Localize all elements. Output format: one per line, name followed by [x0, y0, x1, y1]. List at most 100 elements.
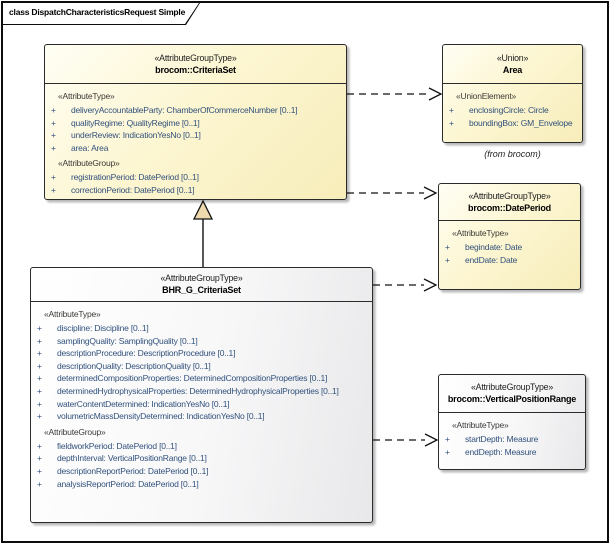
- visibility-marker: +: [51, 130, 56, 141]
- class-attributes: «AttributeType» + begindate: Date + endDat…: [439, 221, 580, 266]
- attribute-text: enclosingCircle: Circle: [469, 105, 549, 115]
- attribute-text: qualityRegime: QualityRegime [0..1]: [71, 117, 200, 128]
- attribute-text: boundingBox: GM_Envelope: [469, 117, 573, 128]
- visibility-marker: +: [37, 373, 42, 384]
- section-label: «AttributeGroup»: [44, 426, 106, 437]
- class-header: «AttributeGroupType» brocom::VerticalPos…: [439, 375, 585, 413]
- visibility-marker: +: [51, 184, 56, 195]
- frame-title: class DispatchCharacteristicsRequest Sim…: [9, 7, 186, 17]
- visibility-marker: +: [37, 360, 42, 371]
- class-stereotype: «AttributeGroupType»: [160, 273, 243, 283]
- class-stereotype: «Union»: [496, 52, 529, 63]
- class-header: «AttributeGroupType» brocom::DatePeriod: [439, 184, 580, 221]
- visibility-marker: +: [449, 105, 454, 115]
- visibility-marker: +: [37, 478, 42, 489]
- class-attributes: «AttributeType» + deliveryAccountablePart…: [45, 84, 346, 197]
- attribute-text: deliveryAccountableParty: ChamberOfComme…: [71, 105, 298, 115]
- class-box-area[interactable]: «Union» Area «UnionElement» + enclosingCi…: [442, 44, 583, 143]
- frame-title-tab-fill: [3, 3, 199, 24]
- attribute-text: samplingQuality: SamplingQuality [0..1]: [57, 335, 198, 346]
- attribute-text: endDepth: Measure: [465, 446, 537, 457]
- from-brocom-note: (from brocom): [484, 149, 541, 159]
- visibility-marker: +: [51, 172, 56, 183]
- attribute-text: startDepth: Measure: [465, 434, 539, 444]
- visibility-marker: +: [37, 411, 42, 422]
- attribute-text: fieldworkPeriod: DatePeriod [0..1]: [57, 440, 177, 451]
- attribute-row: + endDate: Date: [439, 254, 580, 267]
- attribute-row: +correctionPeriod: DatePeriod [0..1]: [45, 184, 346, 197]
- attribute-row: + enclosingCircle: Circle: [443, 104, 582, 117]
- section-label: «AttributeGroup»: [58, 158, 120, 169]
- visibility-marker: +: [445, 254, 450, 265]
- attribute-text: descriptionReportPeriod: DatePeriod [0..…: [57, 465, 209, 476]
- class-box-brocom-verticalpositionrange[interactable]: «AttributeGroupType» brocom::VerticalPos…: [438, 374, 586, 470]
- visibility-marker: +: [51, 105, 56, 115]
- attribute-text: underReview: IndicationYesNo [0..1]: [71, 130, 201, 141]
- section-label: «AttributeType»: [452, 420, 509, 430]
- section-label: «AttributeType»: [58, 91, 115, 101]
- attribute-row: + fieldworkPeriod: DatePeriod [0..1]: [31, 440, 372, 453]
- visibility-marker: +: [37, 385, 42, 396]
- attribute-row: + waterContentDetermined: IndicationYesNo…: [31, 398, 372, 411]
- attribute-text: analysisReportPeriod: DatePeriod [0..1]: [57, 478, 199, 489]
- class-stereotype: «AttributeGroupType»: [154, 52, 237, 63]
- attribute-row: + registrationPeriod: DatePeriod [0..1]: [45, 171, 346, 184]
- attribute-text: volumetricMassDensityDetermined: Indicat…: [57, 411, 265, 422]
- section-label: «UnionElement»: [456, 91, 517, 101]
- attribute-row: + area: Area: [45, 142, 346, 155]
- frame-title-tab: class DispatchCharacteristicsRequest Sim…: [3, 3, 200, 25]
- class-name: BHR_G_CriteriaSet: [162, 285, 241, 295]
- class-attributes: «UnionElement» +enclosingCircle: Circle …: [443, 84, 582, 129]
- visibility-marker: +: [445, 434, 450, 444]
- class-attributes: «AttributeType» +discipline: Discipline …: [31, 302, 372, 490]
- attribute-row: + samplingQuality: SamplingQuality [0..1]: [31, 335, 372, 348]
- attribute-row: + descriptionQuality: DescriptionQuality …: [31, 360, 372, 373]
- attribute-row: + boundingBox: GM_Envelope: [443, 117, 582, 130]
- visibility-marker: +: [449, 117, 454, 128]
- attribute-row: + volumetricMassDensityDetermined: Indica…: [31, 410, 372, 423]
- attribute-row: + determinedCompositionProperties: Determ…: [31, 372, 372, 385]
- attribute-row: + underReview: IndicationYesNo [0..1]: [45, 129, 346, 142]
- attribute-text: discipline: Discipline [0..1]: [57, 323, 149, 333]
- class-stereotype: «AttributeGroupType»: [470, 382, 554, 392]
- visibility-marker: +: [37, 348, 42, 359]
- visibility-marker: +: [37, 440, 42, 451]
- attribute-row: +depthInterval: VerticalPositionRange [0…: [31, 452, 372, 465]
- attribute-row: + qualityRegime: QualityRegime [0..1]: [45, 117, 346, 130]
- class-box-brocom-dateperiod[interactable]: «AttributeGroupType» brocom::DatePeriod …: [438, 183, 581, 290]
- attribute-row: + startDepth: Measure: [439, 433, 585, 446]
- attribute-text: descriptionProcedure: DescriptionProcedu…: [57, 348, 236, 359]
- class-name: Area: [502, 64, 523, 75]
- class-header: «AttributeGroupType» brocom::CriteriaSet: [45, 45, 346, 84]
- attribute-text: determinedHydrophysicalProperties: Deter…: [57, 385, 339, 396]
- attribute-text: registrationPeriod: DatePeriod [0..1]: [71, 172, 199, 183]
- visibility-marker: +: [37, 335, 42, 346]
- attribute-text: area: Area: [71, 142, 109, 153]
- class-box-brocom-criteriaset[interactable]: «AttributeGroupType» brocom::CriteriaSet…: [44, 44, 347, 200]
- class-header: «AttributeGroupType» BHR_G_CriteriaSet: [31, 268, 372, 302]
- attribute-row: + begindate: Date: [439, 241, 580, 254]
- visibility-marker: +: [37, 465, 42, 476]
- attribute-row: + descriptionReportPeriod: DatePeriod [0.…: [31, 465, 372, 478]
- attribute-row: +endDepth: Measure: [439, 446, 585, 459]
- attribute-row: + determinedHydrophysicalProperties: Dete…: [31, 385, 372, 398]
- attribute-text: waterContentDetermined: IndicationYesNo …: [57, 398, 230, 409]
- attribute-text: determinedCompositionProperties: Determi…: [57, 373, 328, 384]
- class-box-bhr-g-criteriaset[interactable]: «AttributeGroupType» BHR_G_CriteriaSet «…: [30, 267, 373, 523]
- section-label: «AttributeType»: [452, 228, 509, 238]
- visibility-marker: +: [51, 117, 56, 128]
- class-header: «Union» Area: [443, 45, 582, 84]
- visibility-marker: +: [51, 142, 56, 153]
- attribute-row: +discipline: Discipline [0..1]: [31, 322, 372, 335]
- attribute-text: endDate: Date: [465, 254, 518, 265]
- attribute-row: + analysisReportPeriod: DatePeriod [0..1]: [31, 478, 372, 491]
- class-name: brocom::CriteriaSet: [155, 64, 236, 75]
- attribute-text: begindate: Date: [465, 242, 523, 252]
- visibility-marker: +: [445, 242, 450, 252]
- attribute-row: + descriptionProcedure: DescriptionProced…: [31, 347, 372, 360]
- class-name: brocom::DatePeriod: [468, 202, 551, 213]
- attribute-text: descriptionQuality: DescriptionQuality […: [57, 360, 211, 371]
- visibility-marker: +: [37, 398, 42, 409]
- attribute-text: depthInterval: VerticalPositionRange [0.…: [57, 453, 207, 464]
